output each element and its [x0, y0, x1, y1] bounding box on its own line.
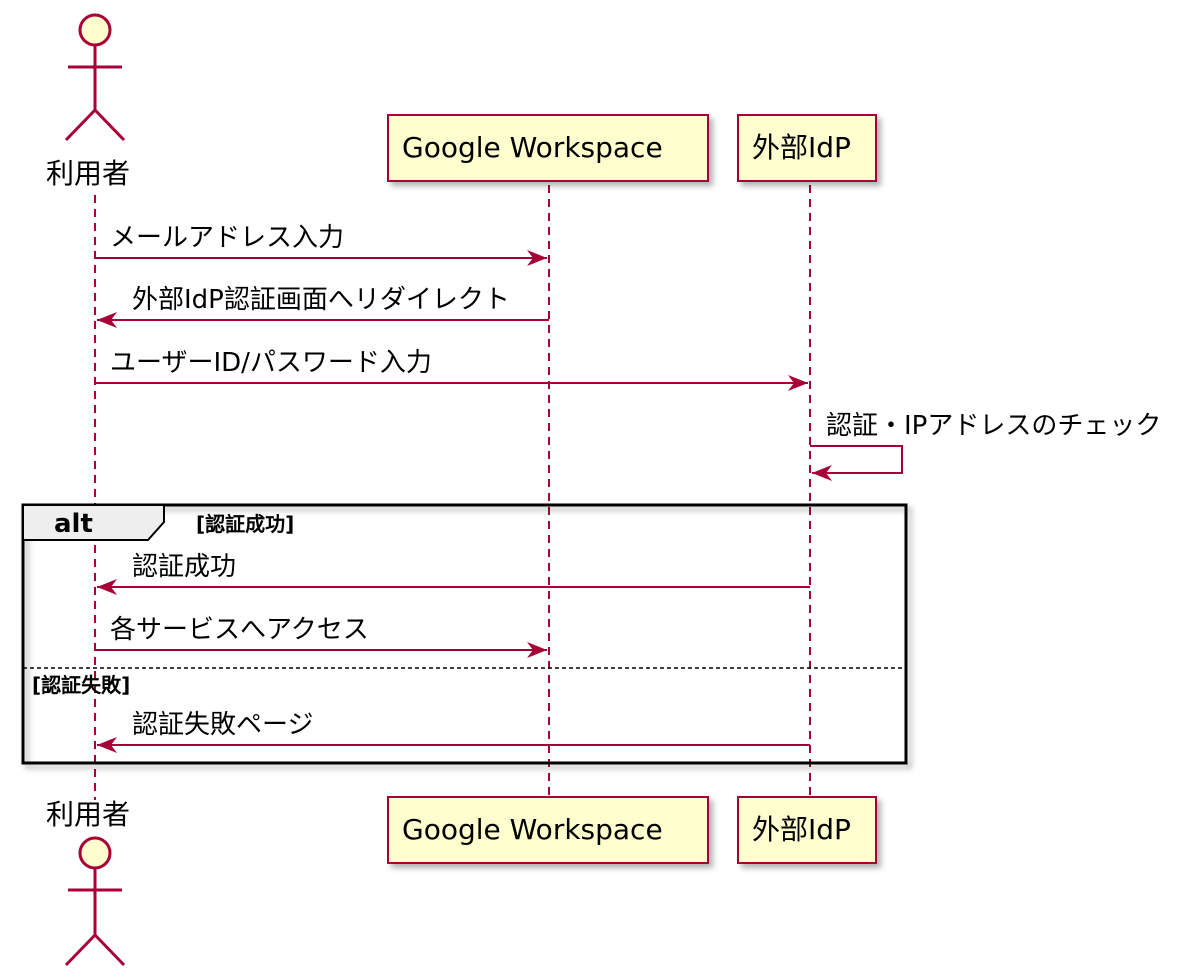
participant-idp-top-label: 外部IdP [752, 131, 851, 164]
message-label-4: 認証・IPアドレスのチェック [826, 411, 1161, 441]
message-label-2: 外部IdP認証画面へリダイレクト [132, 285, 510, 315]
participant-idp-top [737, 114, 877, 182]
message-label-5: 認証成功 [132, 552, 236, 582]
message-label-3: ユーザーID/パスワード入力 [110, 348, 432, 378]
participant-google-top-label: Google Workspace [402, 131, 663, 164]
alt-operator-label: alt [54, 509, 93, 539]
alt-guard-success: [認証成功] [196, 512, 294, 536]
message-arrow-4 [810, 445, 903, 481]
participant-idp-bottom-label: 外部IdP [752, 813, 851, 846]
actor-user-bottom-label: 利用者 [46, 798, 130, 831]
message-label-7: 認証失敗ページ [132, 710, 313, 740]
message-label-1: メールアドレス入力 [110, 223, 344, 253]
participant-google-top [387, 114, 709, 182]
actor-user-top-label: 利用者 [46, 157, 130, 190]
alt-operator-tab [22, 504, 165, 541]
alt-fragment: alt [認証成功] [認証失敗] [21, 503, 908, 765]
participant-google-bottom [387, 796, 709, 864]
participant-google-bottom-label: Google Workspace [402, 813, 663, 846]
message-label-6: 各サービスへアクセス [110, 615, 369, 645]
participant-idp-bottom [737, 796, 877, 864]
actor-user-bottom-icon [64, 836, 126, 967]
actor-user-top-icon [64, 13, 126, 142]
alt-guard-failure: [認証失敗] [32, 673, 130, 697]
